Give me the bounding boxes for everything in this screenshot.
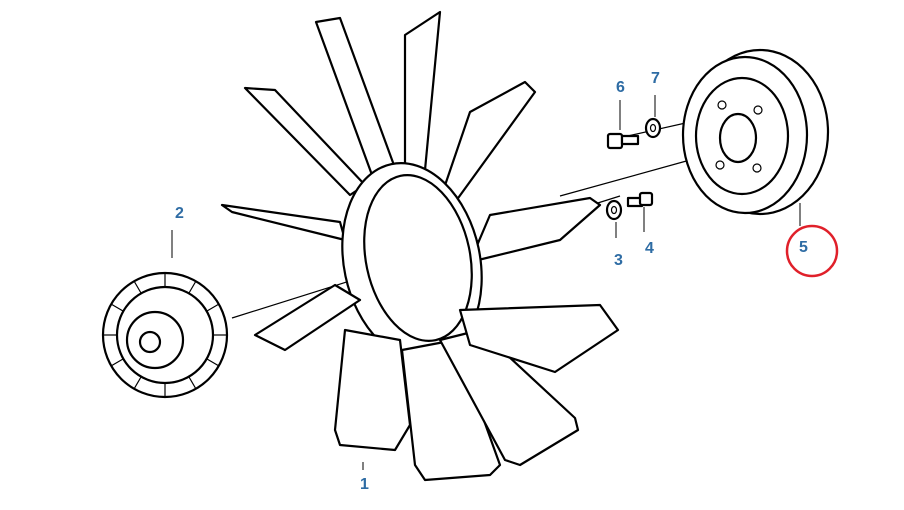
- viscous-fan-clutch: [101, 271, 229, 399]
- fan-blade-assembly: [220, 10, 620, 482]
- washer-upper: [644, 117, 662, 139]
- callout-6: 6: [616, 79, 625, 96]
- callout-5: 5: [799, 239, 808, 256]
- washer-lower: [605, 199, 623, 221]
- callout-7: 7: [651, 70, 660, 87]
- callout-labels: 1 2 3 4 5 6 7: [175, 70, 808, 493]
- leader-lines: [171, 95, 801, 470]
- bolt-lower: [626, 191, 654, 208]
- callout-3: 3: [614, 252, 623, 269]
- highlight-circle: [785, 224, 839, 278]
- callout-1: 1: [360, 476, 369, 493]
- callout-4: 4: [645, 240, 654, 257]
- callout-2: 2: [175, 205, 184, 222]
- bolt-upper: [606, 132, 640, 150]
- pulley: [681, 48, 830, 216]
